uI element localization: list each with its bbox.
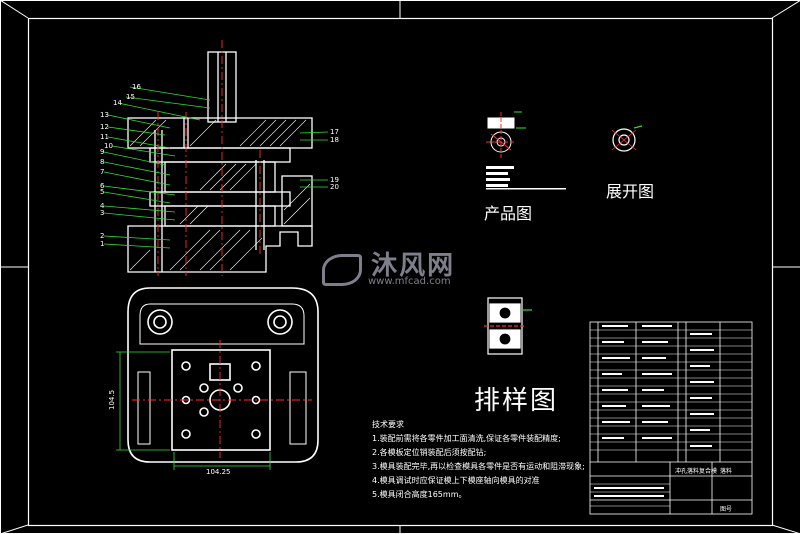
part-num-15: 15	[126, 93, 135, 101]
part-num-1: 1	[100, 240, 104, 248]
product-legend-bars	[486, 166, 566, 190]
plan-centerlines	[132, 340, 312, 458]
part-number-texts: 16 15 14 13 12 11 10 9 8 7 6 5 4 3 2 1 1…	[100, 83, 339, 248]
part-num-19: 19	[330, 176, 339, 184]
title-block-rows	[590, 329, 752, 507]
part-num-12: 12	[100, 123, 109, 131]
corner-mark-tr	[771, 0, 801, 19]
part-num-9: 9	[100, 148, 104, 156]
die-plan-view	[127, 287, 319, 463]
part-num-17: 17	[330, 128, 339, 136]
watermark-title: 沐风网	[371, 251, 456, 281]
part-num-8: 8	[100, 158, 104, 166]
part-num-10: 10	[104, 142, 113, 150]
part-num-18: 18	[330, 136, 339, 144]
corner-mark-bl	[0, 524, 29, 534]
strip-layout-drawing	[484, 297, 532, 355]
section-centerlines	[157, 40, 261, 276]
title-block-fills	[594, 325, 714, 497]
note-item-3: 3.模具装配完毕,再以检查模具各零件是否有运动和阻滞现象;	[372, 462, 585, 471]
product-view-drawing	[486, 111, 526, 160]
dim-horizontal: 104.25	[206, 468, 231, 476]
watermark-logo-icon	[322, 253, 362, 286]
part-num-3: 3	[100, 209, 104, 217]
dim-vertical: 104.5	[108, 390, 116, 410]
note-item-5: 5.模具闭合高度165mm。	[372, 490, 467, 499]
corner-mark-br	[771, 524, 801, 534]
corner-mark-tl	[0, 0, 29, 19]
notes-heading: 技术要求	[372, 420, 404, 429]
unfold-view-title: 展开图	[606, 182, 655, 201]
part-num-4: 4	[100, 202, 105, 210]
note-item-1: 1.装配前需将各零件加工面清洗,保证各零件装配精度;	[372, 434, 561, 443]
title-block-sub2: 图号	[720, 506, 733, 513]
part-num-20: 20	[330, 183, 339, 191]
technical-notes: 技术要求 1.装配前需将各零件加工面清洗,保证各零件装配精度; 2.各模板定位销…	[372, 418, 592, 502]
plan-dimensions	[116, 351, 271, 470]
part-leaders	[103, 86, 329, 249]
part-num-13: 13	[100, 111, 109, 119]
watermark-url: www.mfcad.com	[368, 276, 451, 287]
title-block-main: 冲孔落料复合模	[675, 468, 718, 475]
note-item-2: 2.各模板定位销装配后须按配钻;	[372, 448, 487, 457]
title-block-sub1: 落料	[720, 468, 733, 475]
layout-view-title: 排样图	[474, 386, 559, 416]
unfold-view-drawing	[611, 125, 643, 152]
part-num-14: 14	[113, 99, 122, 107]
part-num-16: 16	[132, 83, 141, 91]
note-item-4: 4.模具调试时应保证模上下模座轴向模具的对准	[372, 476, 540, 485]
part-num-11: 11	[100, 133, 109, 141]
watermark: 沐风网 www.mfcad.com	[322, 245, 456, 287]
product-view-title: 产品图	[484, 204, 533, 223]
part-num-5: 5	[100, 188, 104, 196]
die-section-view	[127, 51, 313, 273]
part-num-2: 2	[100, 232, 104, 240]
section-hatching	[129, 119, 311, 271]
part-num-7: 7	[100, 168, 104, 176]
part-num-6: 6	[100, 182, 105, 190]
